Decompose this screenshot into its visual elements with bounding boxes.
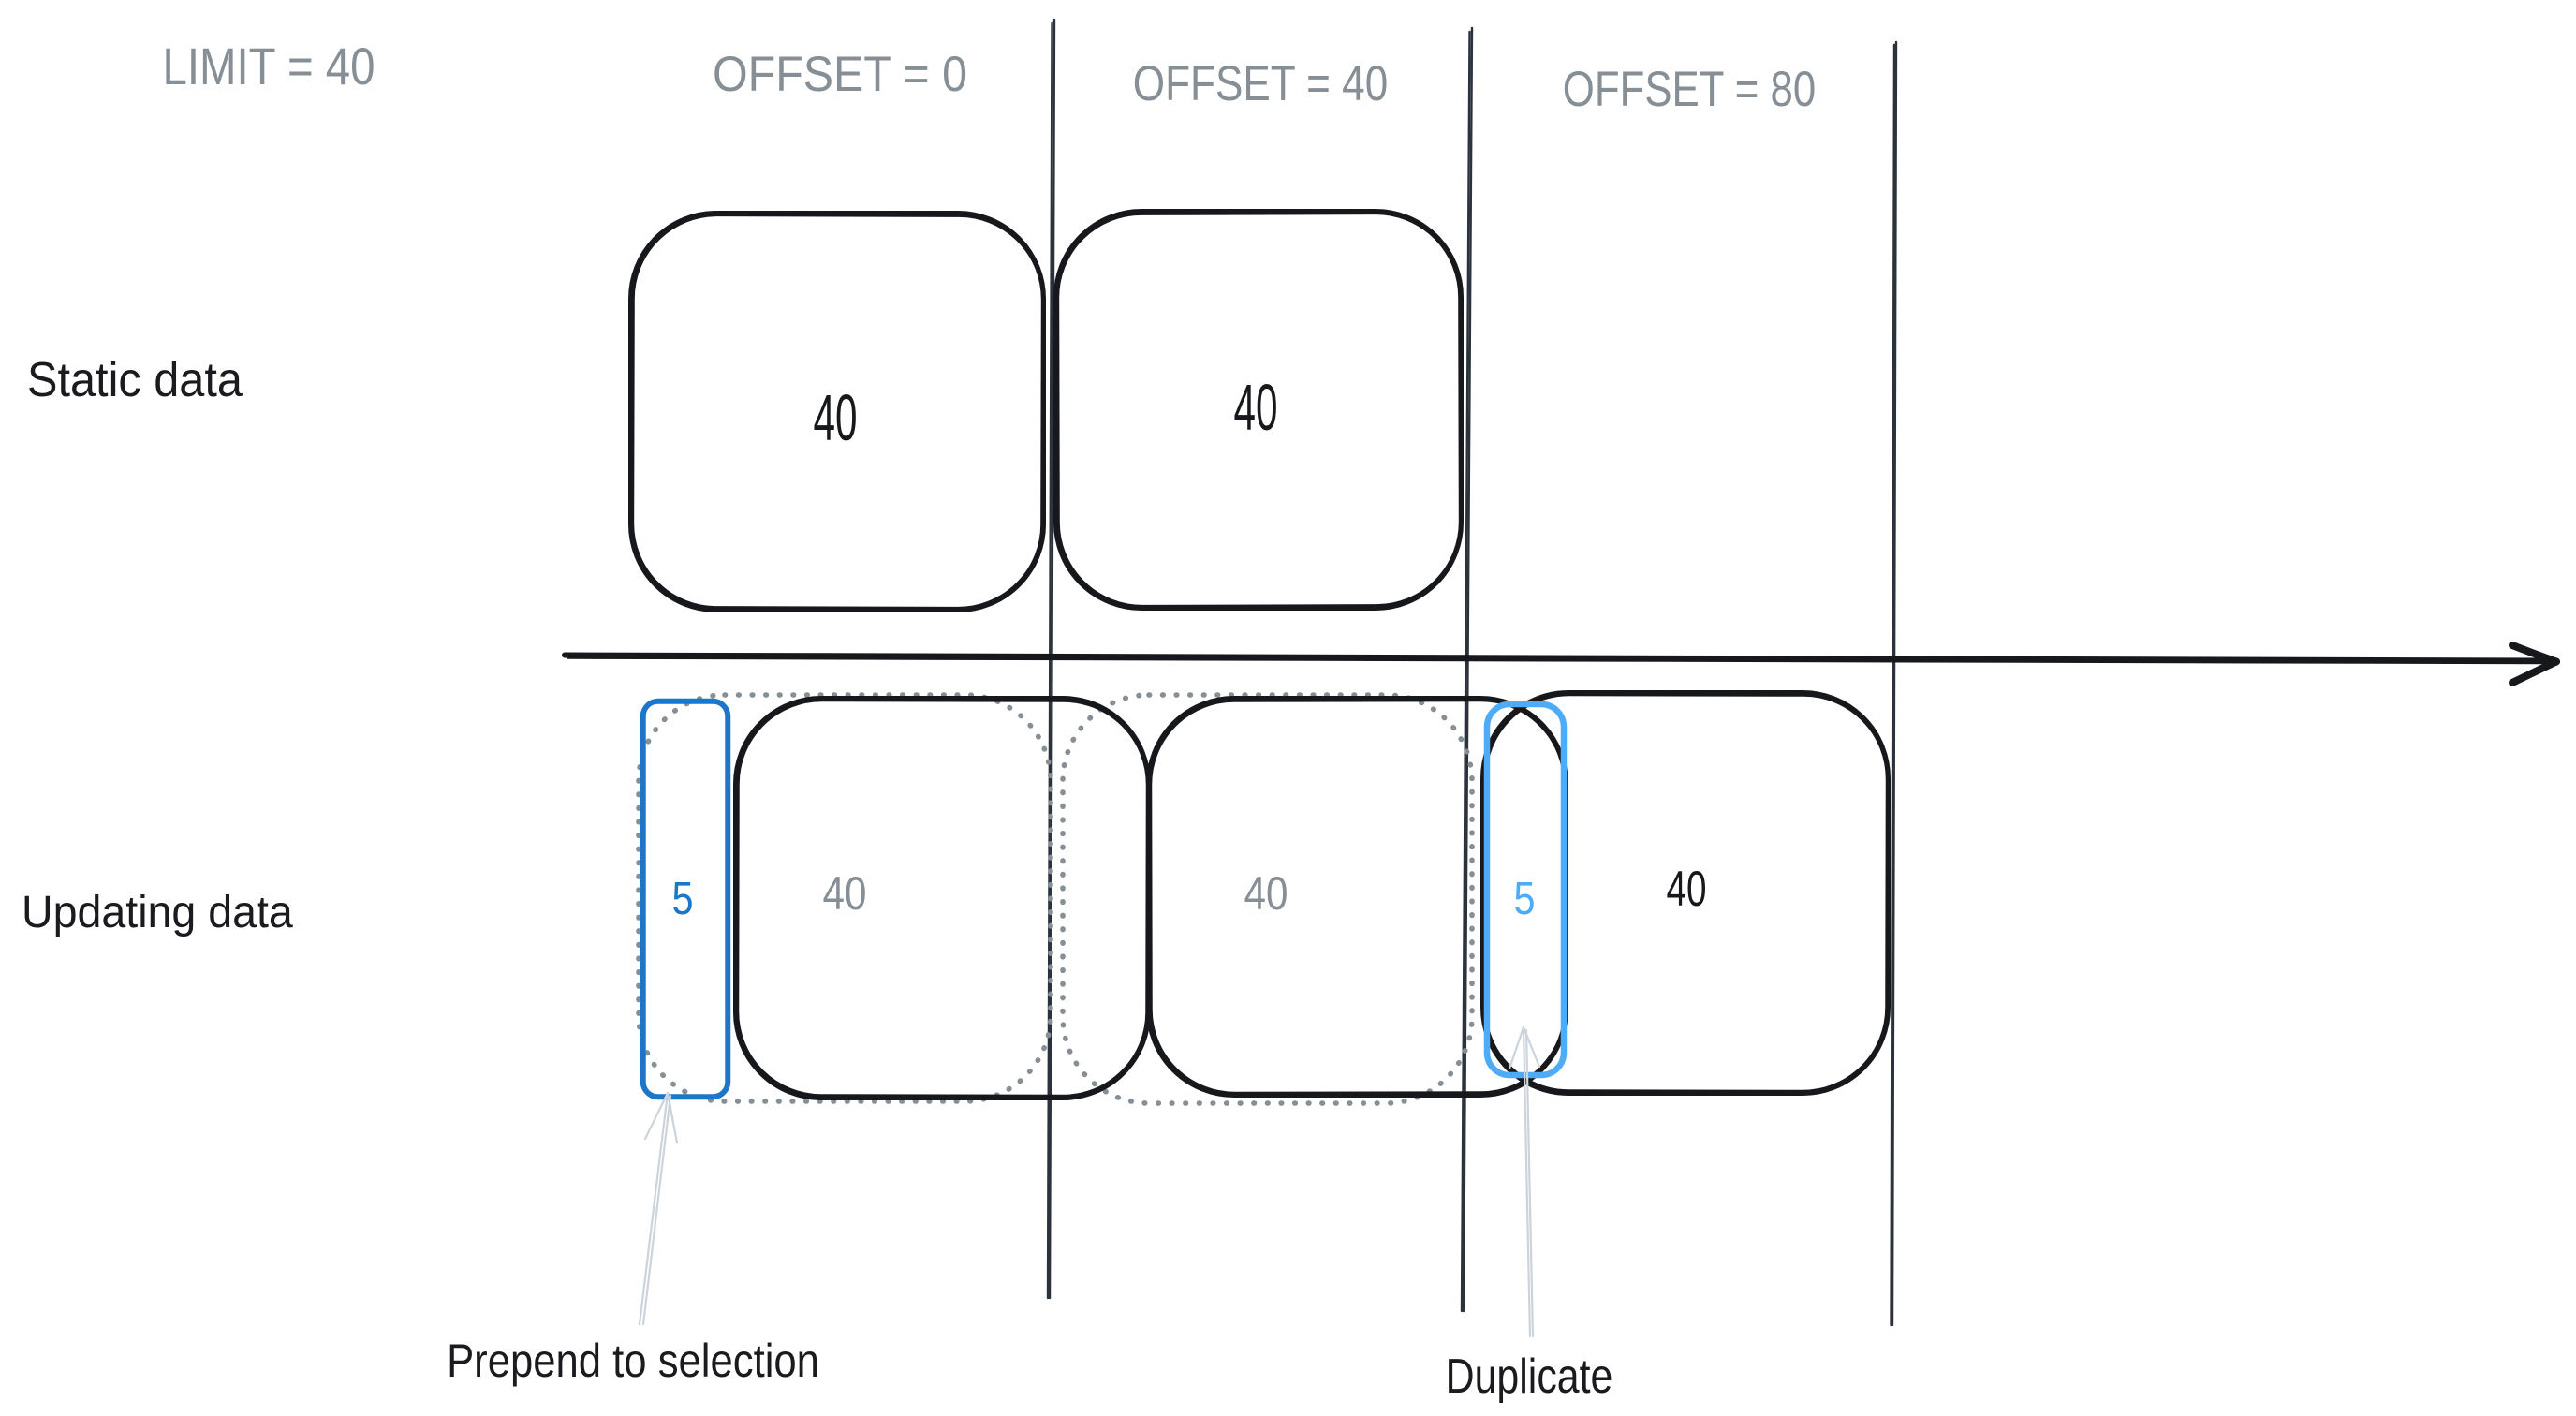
svg-text:5: 5 bbox=[1513, 873, 1535, 924]
svg-text:Updating data: Updating data bbox=[22, 887, 294, 937]
svg-text:Prepend to selection: Prepend to selection bbox=[447, 1335, 819, 1386]
svg-text:LIMIT = 40: LIMIT = 40 bbox=[162, 37, 375, 96]
svg-text:40: 40 bbox=[823, 867, 867, 920]
svg-text:Static data: Static data bbox=[27, 352, 243, 407]
svg-text:40: 40 bbox=[1233, 372, 1277, 444]
svg-text:OFFSET = 0: OFFSET = 0 bbox=[713, 46, 967, 102]
svg-text:40: 40 bbox=[813, 382, 857, 454]
svg-text:40: 40 bbox=[1666, 861, 1706, 916]
svg-text:OFFSET = 80: OFFSET = 80 bbox=[1563, 62, 1816, 117]
svg-text:OFFSET = 40: OFFSET = 40 bbox=[1133, 56, 1388, 111]
svg-text:Duplicate: Duplicate bbox=[1446, 1350, 1613, 1404]
svg-text:5: 5 bbox=[671, 873, 693, 924]
svg-text:40: 40 bbox=[1244, 867, 1288, 920]
